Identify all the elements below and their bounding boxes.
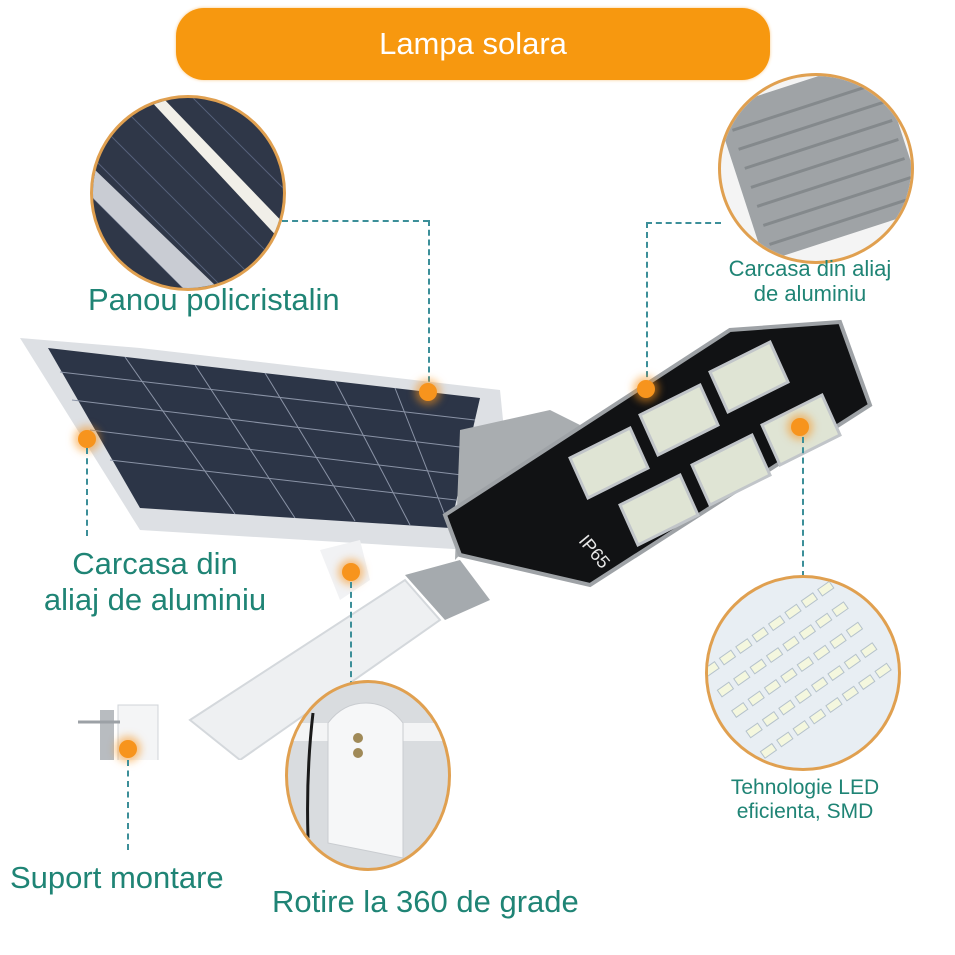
aluminium-housing-detail-circle (718, 73, 914, 264)
label-suport-montare: Suport montare (10, 860, 224, 895)
leader-line-led (802, 437, 804, 577)
hotspot-housing-left (78, 430, 96, 448)
leader-line-housing-left (86, 448, 88, 536)
hotspot-led (791, 418, 809, 436)
leader-line-panel (282, 220, 429, 222)
leader-line-rotation (350, 582, 352, 697)
smd-led-grid-icon (708, 580, 892, 759)
label-panou-policristalin: Panou policristalin (88, 282, 340, 317)
solar-panel-illustration (20, 338, 505, 550)
label-rotire-360: Rotire la 360 de grade (272, 884, 579, 919)
page-title: Lampa solara (379, 26, 567, 61)
label-carcasa-aliaj-left: Carcasa din aliaj de aluminiu (43, 546, 267, 617)
heatsink-icon (721, 76, 911, 259)
leader-line-panel-vertical (428, 220, 430, 392)
hotspot-panel (419, 383, 437, 401)
leader-line-mount (127, 760, 129, 850)
hotspot-mount (119, 740, 137, 758)
rotation-joint-detail-circle (285, 680, 451, 871)
rotation-bracket-icon (288, 702, 448, 859)
hotspot-rotation (342, 563, 360, 581)
leader-line-housing (646, 222, 721, 224)
label-tehnologie-led: Tehnologie LED eficienta, SMD (730, 776, 880, 824)
title-banner: Lampa solara (176, 8, 770, 80)
label-carcasa-aliaj-top: Carcasa din aliaj de aluminiu (728, 256, 892, 307)
solar-cell-texture-icon (93, 98, 283, 288)
leader-line-housing-vertical (646, 222, 648, 387)
hotspot-housing (637, 380, 655, 398)
solar-panel-detail-circle (90, 95, 286, 291)
led-detail-circle (705, 575, 901, 771)
